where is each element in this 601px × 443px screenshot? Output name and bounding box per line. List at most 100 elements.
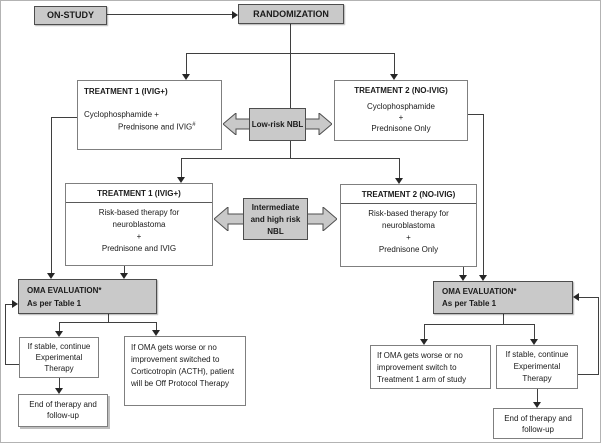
arrowhead-down-icon (47, 273, 55, 279)
node-title: TREATMENT 2 (NO-IVIG) (341, 185, 476, 204)
arrowhead-right-icon (232, 11, 238, 19)
connector-line (463, 267, 464, 275)
connector-line (424, 324, 535, 325)
node-text: If stable, continue Experimental Therapy (27, 342, 91, 373)
node-text: Cyclophosphamide + (84, 110, 159, 119)
node-title: TREATMENT 2 (NO-IVIG) (354, 86, 448, 95)
node-treatment1-highrisk: TREATMENT 1 (IVIG+) Risk-based therapy f… (65, 183, 213, 266)
node-title: TREATMENT 1 (IVIG+) (66, 184, 212, 203)
double-arrow-right-icon (306, 207, 337, 231)
node-on-study: ON-STUDY (34, 6, 107, 25)
double-arrow-left-icon (223, 113, 251, 135)
arrowhead-down-icon (533, 402, 541, 408)
connector-line (181, 158, 399, 159)
arrowhead-left-icon (573, 293, 579, 301)
node-label: and high risk (250, 215, 301, 224)
connector-line (186, 53, 395, 54)
node-text: Prednisone Only (378, 245, 439, 254)
node-title: TREATMENT 1 (IVIG+) (84, 87, 168, 96)
connector-line (108, 314, 109, 322)
node-treatment2-highrisk: TREATMENT 2 (NO-IVIG) Risk-based therapy… (340, 184, 477, 267)
node-label: Low-risk NBL (251, 120, 304, 129)
arrowhead-down-icon (152, 330, 160, 336)
feedback-line (598, 297, 599, 375)
connector-line (156, 322, 157, 330)
node-oma-evaluation-left: OMA EVALUATION* As per Table 1 (18, 279, 157, 314)
node-intermediate-high-risk-nbl: Intermediate and high risk NBL (243, 198, 308, 240)
node-title: OMA EVALUATION* (27, 286, 102, 295)
connector-line (534, 324, 535, 339)
node-text: + (406, 233, 411, 242)
node-oma-evaluation-right: OMA EVALUATION* As per Table 1 (433, 281, 573, 314)
feedback-line (5, 364, 19, 365)
connector-line (186, 53, 187, 74)
node-text: Prednisone and IVIG (101, 244, 177, 253)
arrowhead-down-icon (420, 339, 428, 345)
connector-line (394, 53, 395, 74)
node-text: Prednisone and IVIG# (118, 122, 196, 132)
node-text: If stable, continue Experimental Therapy (505, 350, 569, 383)
node-treatment1-lowrisk: TREATMENT 1 (IVIG+) Cyclophosphamide + P… (77, 80, 222, 150)
feedback-line (5, 304, 6, 365)
node-text: + (398, 113, 404, 122)
double-arrow-right-icon (304, 113, 332, 135)
connector-line (290, 24, 291, 158)
connector-line (537, 389, 538, 402)
arrowhead-down-icon (55, 388, 63, 394)
arrowhead-right-icon (12, 300, 18, 308)
node-text: neuroblastoma (382, 221, 435, 230)
node-treatment2-lowrisk: TREATMENT 2 (NO-IVIG) Cyclophosphamide +… (334, 80, 468, 141)
connector-line (424, 324, 425, 339)
double-arrow-left-icon (214, 207, 245, 231)
node-if-stable-left: If stable, continue Experimental Therapy (19, 337, 99, 378)
node-text: Risk-based therapy for (368, 209, 449, 218)
node-text: If OMA gets worse or no improvement swit… (131, 343, 235, 388)
node-text: End of therapy and follow-up (504, 414, 572, 434)
connector-line (51, 117, 52, 273)
node-title: OMA EVALUATION* (442, 287, 517, 296)
connector-line (59, 322, 60, 331)
node-text: As per Table 1 (27, 299, 82, 308)
node-label: ON-STUDY (47, 10, 94, 20)
connector-line (59, 378, 60, 388)
node-randomization: RANDOMIZATION (238, 4, 344, 24)
node-oma-worse-right: If OMA gets worse or no improvement swit… (370, 345, 491, 389)
node-oma-worse-left: If OMA gets worse or no improvement swit… (124, 336, 246, 406)
feedback-line (5, 304, 12, 305)
node-text: As per Table 1 (442, 299, 497, 308)
arrowhead-down-icon (479, 275, 487, 281)
node-text: Prednisone Only (371, 124, 431, 133)
arrowhead-down-icon (55, 331, 63, 337)
connector-line (107, 14, 232, 15)
node-if-stable-right: If stable, continue Experimental Therapy (496, 345, 578, 389)
node-label: NBL (267, 227, 284, 236)
connector-line (483, 114, 484, 275)
node-text: End of therapy and follow-up (29, 400, 97, 420)
arrowhead-down-icon (459, 275, 467, 281)
arrowhead-down-icon (390, 74, 398, 80)
node-text: If OMA gets worse or no improvement swit… (377, 351, 467, 384)
node-text: Cyclophosphamide (366, 102, 436, 111)
feedback-line (578, 374, 598, 375)
connector-line (51, 117, 77, 118)
connector-line (399, 158, 400, 178)
feedback-line (579, 297, 598, 298)
arrowhead-down-icon (177, 177, 185, 183)
node-text: + (136, 232, 142, 241)
footnote-marker: # (192, 122, 196, 128)
arrowhead-down-icon (530, 339, 538, 345)
connector-line (468, 114, 484, 115)
node-label: RANDOMIZATION (253, 9, 329, 19)
node-text: Risk-based therapy for (98, 208, 180, 217)
connector-line (124, 266, 125, 273)
connector-line (59, 322, 157, 323)
node-end-of-therapy-right: End of therapy and follow-up (493, 408, 583, 439)
node-low-risk-nbl: Low-risk NBL (249, 108, 306, 141)
arrowhead-down-icon (395, 178, 403, 184)
connector-line (503, 314, 504, 324)
node-end-of-therapy-left: End of therapy and follow-up (18, 394, 108, 427)
arrowhead-down-icon (120, 273, 128, 279)
arrowhead-down-icon (182, 74, 190, 80)
node-label: Intermediate (251, 203, 300, 212)
